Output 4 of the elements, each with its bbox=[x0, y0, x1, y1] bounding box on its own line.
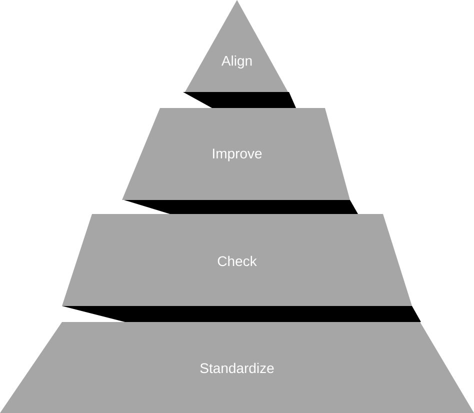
pyramid-level: Check bbox=[62, 214, 412, 306]
pyramid-level: Standardize bbox=[0, 322, 474, 413]
pyramid-level: Align bbox=[185, 0, 288, 92]
pyramid-level: Improve bbox=[122, 108, 350, 200]
